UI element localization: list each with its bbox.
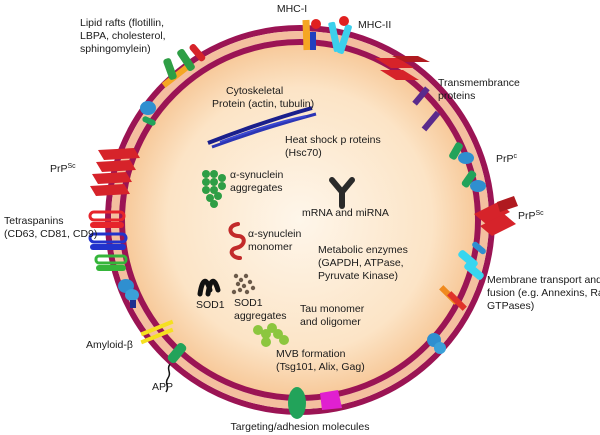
- label-tau-line1: Tau monomer: [300, 303, 365, 315]
- label-heat-shock-line2: (Hsc70): [285, 147, 322, 159]
- label-heat-shock: Heat shock p roteins (Hsc70): [285, 134, 384, 159]
- label-prpsc-right: PrPSc: [518, 210, 544, 222]
- label-transmembrane-line2: proteins: [438, 90, 475, 102]
- label-lipid-rafts-line3: sphingomylein): [80, 43, 151, 55]
- label-asyn-monomer: α-synuclein monomer: [248, 228, 304, 253]
- asyn-aggregates-icon: [202, 170, 226, 208]
- prpc-icon: [449, 142, 486, 192]
- label-amyloid: Amyloid-β: [86, 339, 133, 351]
- annexin-icon: [458, 241, 486, 280]
- label-prpc-main: PrP: [496, 153, 514, 165]
- label-transmembrane: Transmembrance proteins: [438, 77, 523, 102]
- label-metabolic-line2: (GAPDH, ATPase,: [318, 257, 404, 269]
- cytoskeleton-icon: [207, 106, 317, 149]
- rab-gtpase-icon: [439, 285, 467, 311]
- label-sod1-aggregates-line1: SOD1: [234, 297, 263, 309]
- label-tau-line2: and oligomer: [300, 316, 361, 328]
- lipid-raft-icon: [161, 43, 206, 88]
- label-prpsc-left-main: PrP: [50, 163, 68, 175]
- label-asyn-aggregates-line1: α-synuclein: [230, 169, 284, 181]
- label-metabolic-line1: Metabolic enzymes: [318, 244, 408, 256]
- adhesion-molecule-icon: [288, 387, 342, 419]
- label-tau: Tau monomer and oligomer: [300, 303, 367, 328]
- receptor-left-icon: [118, 279, 139, 308]
- purple-transmembrane-icon: [412, 86, 441, 132]
- label-lipid-rafts-line1: Lipid rafts (flotillin,: [80, 17, 164, 29]
- prpsc-left-icon: [90, 148, 140, 196]
- label-mhc1: MHC-I: [277, 3, 307, 15]
- label-targeting: Targeting/adhesion molecules: [231, 421, 370, 433]
- label-lipid-rafts: Lipid rafts (flotillin, LBPA, cholestero…: [80, 17, 169, 55]
- label-mvb: MVB formation (Tsg101, Alix, Gag): [276, 348, 365, 373]
- label-metabolic-line3: Pyruvate Kinase): [318, 270, 398, 282]
- prpsc-right-icon: [474, 196, 518, 236]
- label-mhc2: MHC-II: [358, 19, 391, 31]
- label-tetraspanins-line2: (CD63, CD81, CD9): [4, 228, 97, 240]
- amyloid-beta-icon: [140, 319, 174, 345]
- label-cytoskeletal-line2: Protein (actin, tubulin): [212, 98, 314, 110]
- mrna-icon: [329, 177, 355, 209]
- label-membrane-transport-line1: Membrane transport and: [487, 274, 600, 286]
- label-prpc: PrPc: [496, 153, 518, 165]
- tetraspanin-icon: [88, 210, 128, 271]
- label-membrane-transport: Membrane transport and fusion (e.g. Anne…: [487, 274, 600, 312]
- label-prpsc-left: PrPSc: [50, 163, 76, 175]
- label-transmembrane-line1: Transmembrance: [438, 77, 520, 89]
- transmembrane-protein-icon: [375, 56, 430, 80]
- label-sod1-aggregates: SOD1 aggregates: [234, 297, 287, 322]
- mhc2-icon: [328, 16, 352, 54]
- label-mrna: mRNA and miRNA: [302, 207, 389, 219]
- label-prpsc-right-sup: Sc: [536, 210, 545, 217]
- label-cytoskeletal: Cytoskeletal Protein (actin, tubulin): [212, 85, 314, 110]
- label-app: APP: [152, 381, 173, 393]
- label-cytoskeletal-line1: Cytoskeletal: [226, 85, 283, 97]
- label-tetraspanins-line1: Tetraspanins: [4, 215, 64, 227]
- label-membrane-transport-line2: fusion (e.g. Annexins, Rab: [487, 287, 600, 299]
- label-asyn-aggregates: α-synuclein aggregates: [230, 169, 286, 194]
- vesicle-lumen: [124, 44, 476, 396]
- app-icon: [165, 342, 187, 393]
- label-sod1-aggregates-line2: aggregates: [234, 310, 287, 322]
- sod1-icon: [197, 278, 221, 297]
- label-sod1: SOD1: [196, 299, 225, 311]
- sod1-aggregates-icon: [231, 273, 256, 295]
- label-lipid-rafts-line2: LBPA, cholesterol,: [80, 30, 166, 42]
- label-prpsc-left-sup: Sc: [68, 163, 77, 170]
- label-prpsc-right-main: PrP: [518, 210, 536, 222]
- label-asyn-aggregates-line2: aggregates: [230, 182, 283, 194]
- label-membrane-transport-line3: GTPases): [487, 300, 534, 312]
- label-mvb-line2: (Tsg101, Alix, Gag): [276, 361, 365, 373]
- label-metabolic: Metabolic enzymes (GAPDH, ATPase, Pyruva…: [318, 244, 411, 282]
- label-asyn-monomer-line1: α-synuclein: [248, 228, 302, 240]
- receptor-topleft-icon: [140, 101, 156, 126]
- label-asyn-monomer-line2: monomer: [248, 241, 293, 253]
- label-heat-shock-line1: Heat shock p roteins: [285, 134, 381, 146]
- mhc1-icon: [302, 19, 321, 51]
- label-mvb-line1: MVB formation: [276, 348, 346, 360]
- asyn-monomer-icon: [228, 222, 246, 260]
- label-tetraspanins: Tetraspanins (CD63, CD81, CD9): [4, 215, 97, 240]
- tau-icon: [253, 323, 289, 347]
- label-prpc-sup: c: [514, 153, 518, 160]
- receptor-bottomright-icon: [427, 333, 446, 354]
